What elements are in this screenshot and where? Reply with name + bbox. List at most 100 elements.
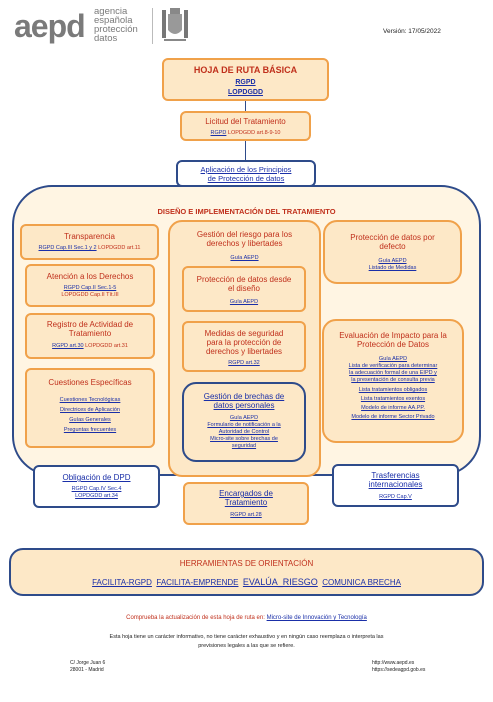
medidas-box: Medidas de seguridad para la protección … <box>182 321 306 372</box>
transferencias-rgpd-link[interactable]: RGPD Cap.V <box>379 494 412 500</box>
brechas-formulario-link-l2[interactable]: Autoridad de Control <box>218 429 270 435</box>
atencion-box: Atención a los Derechos RGPD Cap.II Sec.… <box>25 264 155 307</box>
registro-rgpd-link[interactable]: RGPD art.30 <box>52 343 84 349</box>
brechas-title-l2: datos personales <box>213 401 275 410</box>
header-divider <box>152 8 153 44</box>
eipd-verificacion-link-l1[interactable]: Lista de verificación para determinar <box>348 363 438 369</box>
disclaimer-line: Esta hoja tiene un carácter informativo,… <box>109 634 384 640</box>
rgpd-link[interactable]: RGPD <box>235 79 256 86</box>
encargados-title-l2: Tratamiento <box>224 498 268 507</box>
licitud-refs: RGPD LOPDGDD art.8-9-10 <box>182 130 309 137</box>
disclaimer: Esta hoja tiene un carácter informativo,… <box>0 633 493 651</box>
brechas-microsite-link-l1[interactable]: Micro-site sobre brechas de <box>210 436 278 442</box>
atencion-rgpd-link[interactable]: RGPD Cap.II Sec.1-5 <box>63 285 117 291</box>
microsite-link[interactable]: Micro-site de Innovación y Tecnología <box>266 615 367 621</box>
proteccion-diseno-title-l2: el diseño <box>227 284 261 293</box>
medidas-rgpd-link[interactable]: RGPD art.32 <box>228 360 260 366</box>
transferencias-box: Trasferencias internacionales RGPD Cap.V <box>332 464 459 507</box>
obligacion-dpd-lopdgdd-link[interactable]: LOPDGDD art.34 <box>75 493 118 499</box>
facilita-rgpd-link[interactable]: FACILITA-RGPD <box>92 578 152 587</box>
brechas-box: Gestión de brechas de datos personales G… <box>182 382 306 462</box>
registro-refs: RGPD art.30 LOPDGDD art.31 <box>27 343 153 350</box>
update-notice: Comprueba la actualización de esta hoja … <box>0 615 493 621</box>
licitud-rgpd-link[interactable]: RGPD <box>210 130 227 136</box>
obligacion-dpd-rgpd-link[interactable]: RGPD Cap.IV Sec.4 <box>71 486 122 492</box>
encargados-rgpd-link[interactable]: RGPD art.28 <box>230 512 262 518</box>
licitud-box: Licitud del Tratamiento RGPD LOPDGDD art… <box>180 111 311 141</box>
transparencia-rgpd-link[interactable]: RGPD Cap.III Sec.1 y 2 <box>38 245 97 251</box>
cuestiones-link[interactable]: Preguntas frecuentes <box>63 427 117 433</box>
proteccion-defecto-title-l1: Protección de datos por <box>350 233 435 242</box>
registro-lopdgdd-text: LOPDGDD art.31 <box>85 343 128 349</box>
herramientas-box: HERRAMIENTAS DE ORIENTACIÓN FACILITA-RGP… <box>9 548 484 596</box>
medidas-title-l2: para la protección de <box>206 338 282 347</box>
principios-link-line1[interactable]: Aplicación de los Principios <box>200 165 292 174</box>
eipd-aapp-link[interactable]: Modelo de informe AA.PP. <box>361 405 425 411</box>
transparencia-box: Transparencia RGPD Cap.III Sec.1 y 2 LOP… <box>20 224 159 260</box>
proteccion-diseno-box: Protección de datos desde el diseño Guía… <box>182 266 306 312</box>
registro-box: Registro de Actividad de Tratamiento RGP… <box>25 313 155 359</box>
medidas-title-l3: derechos y libertades <box>205 347 283 356</box>
proteccion-defecto-title-l2: defecto <box>379 242 406 251</box>
cuestiones-box: Cuestiones Específicas Cuestiones Tecnol… <box>25 368 155 448</box>
address-line: 28001 - Madrid <box>70 667 104 673</box>
agency-line: agencia <box>94 6 128 17</box>
brechas-formulario-link-l1[interactable]: Formulario de notificación a la <box>207 422 281 428</box>
proteccion-defecto-medidas-link[interactable]: Listado de Medidas <box>368 265 417 271</box>
lopdgdd-link[interactable]: LOPDGDD <box>228 89 263 96</box>
eipd-exentos-link[interactable]: Lista tratamientos exentos <box>360 396 426 402</box>
transferencias-title-l2: internacionales <box>368 480 423 489</box>
main-section-title: DISEÑO E IMPLEMENTACIÓN DEL TRATAMIENTO <box>157 207 336 216</box>
gestion-riesgo-title-l1: Gestión del riesgo para los <box>196 230 293 239</box>
cuestiones-link[interactable]: Guías Generales <box>69 417 111 423</box>
cuestiones-link[interactable]: Cuestiones Tecnológicas <box>59 397 121 403</box>
licitud-title: Licitud del Tratamiento <box>205 117 286 126</box>
proteccion-defecto-box: Protección de datos por defecto Guía AEP… <box>323 220 462 284</box>
version-text: Versión: 17/05/2022 <box>383 28 441 35</box>
logo-aepd-icon: aepd <box>14 8 86 44</box>
transferencias-title-l1: Trasferencias <box>371 471 420 480</box>
gestion-riesgo-guia-link[interactable]: Guía AEPD <box>230 255 259 261</box>
brechas-microsite-link-l2[interactable]: seguridad <box>231 443 257 449</box>
eipd-obligados-link[interactable]: Lista tratamientos obligados <box>358 387 428 393</box>
comunica-brecha-link[interactable]: COMUNICA BRECHA <box>322 578 401 587</box>
evalua-riesgo-link[interactable]: EVALÚA_RIESGO <box>242 577 318 587</box>
page-title: HOJA DE RUTA BÁSICA <box>193 65 298 75</box>
eipd-verificacion-link-l3[interactable]: la presentación de consulta previa <box>351 377 435 383</box>
gestion-riesgo-title-l2: derechos y libertades <box>206 239 283 248</box>
proteccion-defecto-guia-link[interactable]: Guía AEPD <box>378 258 407 264</box>
agency-name: agencia española protección datos <box>94 7 154 47</box>
connector-line <box>245 141 246 161</box>
brechas-guia-link[interactable]: Guía AEPD <box>229 415 259 421</box>
agency-line: española <box>94 15 133 26</box>
aepd-url[interactable]: http://www.aepd.es <box>372 660 415 666</box>
registro-title-l2: Tratamiento <box>68 329 112 338</box>
licitud-lopdgdd-text: LOPDGDD art.8-9-10 <box>227 130 281 136</box>
principios-box[interactable]: Aplicación de los Principios de Protecci… <box>176 160 316 187</box>
address-line: C/ Jorge Juan 6 <box>70 660 106 666</box>
connector-line <box>245 101 246 111</box>
web-urls: http://www.aepd.es https://sedeagpd.gob.… <box>372 660 425 674</box>
eipd-box: Evaluación de Impacto para la Protección… <box>322 319 464 443</box>
eipd-guia-link[interactable]: Guía AEPD <box>378 356 408 362</box>
proteccion-diseno-guia-link[interactable]: Guía AEPD <box>229 299 259 305</box>
transparencia-title: Transparencia <box>64 232 115 241</box>
cuestiones-link[interactable]: Directrices de Aplicación <box>60 407 120 413</box>
principios-link-line2[interactable]: de Protección de datos <box>207 174 285 183</box>
eipd-privado-link[interactable]: Modelo de informe Sector Privado <box>351 414 435 420</box>
eipd-verificacion-link-l2[interactable]: la adecuación formal de una EIPD y <box>349 370 437 376</box>
registro-title-l1: Registro de Actividad de <box>46 320 134 329</box>
facilita-emprende-link[interactable]: FACILITA-EMPRENDE <box>156 578 239 587</box>
sede-url[interactable]: https://sedeagpd.gob.es <box>372 667 426 673</box>
hoja-de-ruta-box: HOJA DE RUTA BÁSICA RGPD LOPDGDD <box>162 58 329 101</box>
address: C/ Jorge Juan 6 28001 - Madrid <box>70 660 105 674</box>
obligacion-dpd-title: Obligación de DPD <box>62 473 131 482</box>
medidas-title-l1: Medidas de seguridad <box>204 329 284 338</box>
herramientas-title: HERRAMIENTAS DE ORIENTACIÓN <box>179 559 314 568</box>
update-text: Comprueba la actualización de esta hoja … <box>126 615 265 621</box>
cuestiones-title: Cuestiones Específicas <box>48 378 132 387</box>
agency-line: datos <box>94 33 118 44</box>
atencion-lopdgdd-text: LOPDGDD Cap.II Tít.III <box>61 292 119 298</box>
obligacion-dpd-box: Obligación de DPD RGPD Cap.IV Sec.4 LOPD… <box>33 465 160 508</box>
encargados-box: Encargados de Tratamiento RGPD art.28 <box>183 482 309 525</box>
